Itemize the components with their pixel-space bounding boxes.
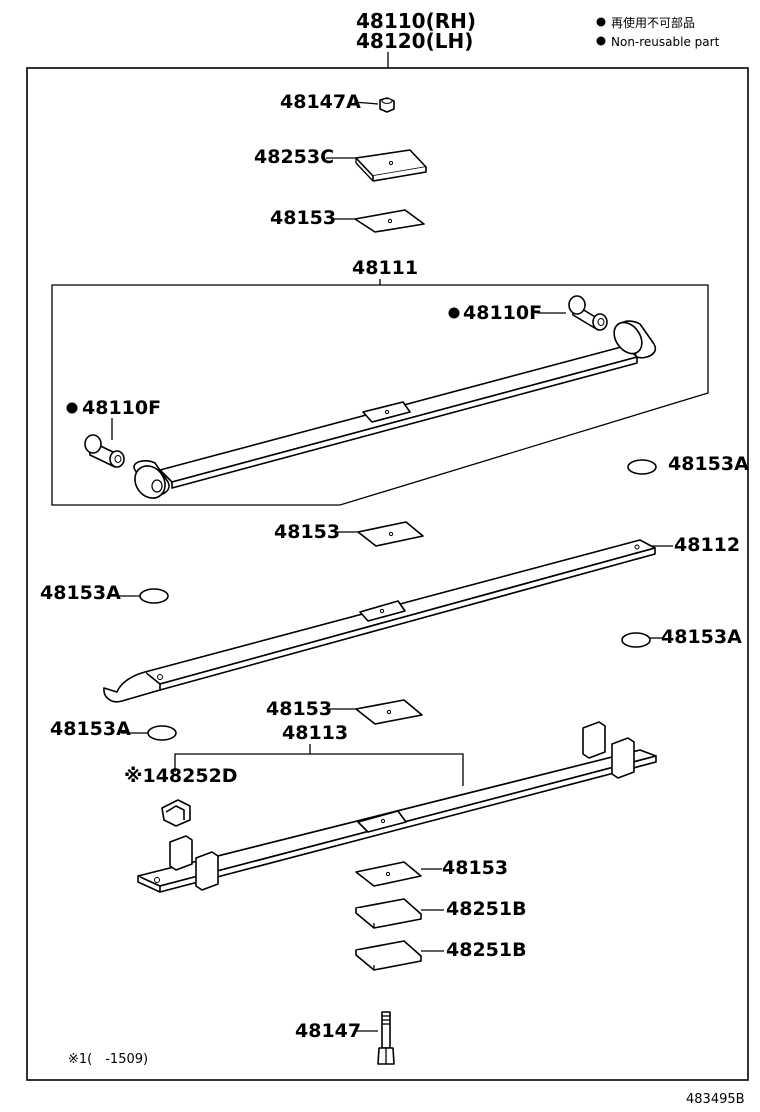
label-48253C: 48253C [254,146,334,168]
nut-part [379,97,395,113]
header-part-rh: 48110(RH) [356,9,476,33]
diagram-id: 483495B [686,1092,745,1107]
label-48153-mid: 48153 [274,521,340,543]
footnote: ※1( -1509) [68,1052,148,1067]
label-48153-bottom: 48153 [442,857,508,879]
legend-bullet-icon [596,36,606,46]
label-48252D: ※148252D [124,765,238,787]
label-48153A-l1: 48153A [40,582,121,604]
label-48153A-r1: 48153A [668,453,749,475]
pad-round-r2-part [621,632,651,648]
leaf-main-part [133,320,657,499]
label-48147: 48147 [295,1020,361,1042]
legend-jp: 再使用不可部品 [611,15,695,30]
pad-round-l2-part [147,725,177,741]
legend-bullet-icon [596,17,606,27]
bushing-right-part [568,295,608,331]
label-48147A: 48147A [280,91,361,113]
plate-b1-part [355,898,422,929]
label-48251B-1: 48251B [446,898,527,920]
pad-round-r1-part [627,459,657,475]
label-48113: 48113 [282,722,348,744]
plate-b2-part [355,940,422,971]
header-part-lh: 48120(LH) [356,29,473,53]
label-48153A-l2: 48153A [50,718,131,740]
leaf-second-part [103,539,656,703]
non-reusable-bullet-icon [66,402,78,414]
clip-part [161,799,191,827]
non-reusable-bullet-icon [448,307,460,319]
label-48153-top: 48153 [270,207,336,229]
pad-round-l1-part [139,588,169,604]
label-48111: 48111 [352,257,418,279]
label-48110F-right: 48110F [463,302,542,324]
label-48110F-left: 48110F [82,397,161,419]
label-48251B-2: 48251B [446,939,527,961]
pad-top-part [354,209,425,233]
leaf-main-frame [51,284,709,506]
leaf-third-part [137,721,657,893]
plate-c-part [355,149,427,182]
bolt-part [377,1011,395,1065]
label-48153-lower: 48153 [266,698,332,720]
pad-mid-part [357,521,424,547]
bushing-left-part [84,434,125,468]
label-48153A-r2: 48153A [661,626,742,648]
pad-bottom-part [355,861,422,887]
pad-lower-part [355,699,423,725]
label-48112: 48112 [674,534,740,556]
legend-en: Non-reusable part [611,35,720,49]
